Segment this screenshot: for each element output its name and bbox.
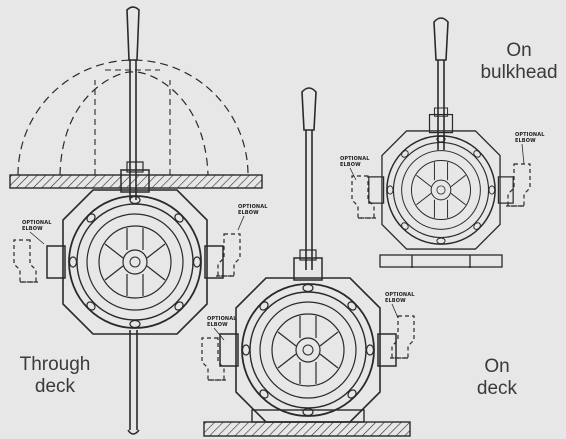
svg-text:OPTIONAL: OPTIONAL (385, 292, 415, 298)
svg-text:OPTIONAL: OPTIONAL (238, 204, 268, 210)
on-bulkhead-label: On bulkhead (480, 40, 558, 83)
optional-elbow-callout-on-deck-right: OPTIONAL ELBOW (385, 292, 415, 319)
through-deck-label: Through deck (19, 354, 91, 397)
on-deck-label: On deck (476, 356, 518, 399)
svg-text:OPTIONAL: OPTIONAL (340, 156, 370, 162)
svg-text:ELBOW: ELBOW (238, 210, 259, 216)
optional-elbow-callout-right: OPTIONAL ELBOW (237, 204, 268, 231)
optional-elbow-callout-bulkhead-left: OPTIONAL ELBOW (340, 156, 370, 181)
svg-text:ELBOW: ELBOW (340, 162, 361, 168)
svg-text:OPTIONAL: OPTIONAL (207, 316, 237, 322)
svg-text:OPTIONAL: OPTIONAL (515, 132, 545, 138)
svg-text:ELBOW: ELBOW (515, 138, 536, 144)
svg-text:OPTIONAL: OPTIONAL (22, 220, 52, 226)
optional-elbow-callout-bulkhead-right: OPTIONAL ELBOW (515, 132, 545, 165)
svg-text:ELBOW: ELBOW (207, 322, 228, 328)
on-deck-installation: OPTIONAL ELBOW OPTIONAL ELBOW (201, 87, 415, 437)
through-deck-installation: OPTIONAL ELBOW OPTIONAL ELBOW (9, 6, 268, 435)
on-deck-base-plate (203, 421, 411, 437)
optional-elbow-callout-on-deck-left: OPTIONAL ELBOW (207, 316, 237, 341)
optional-elbow-callout-left: OPTIONAL ELBOW (22, 220, 52, 245)
on-bulkhead-installation: OPTIONAL ELBOW OPTIONAL ELBOW (340, 17, 545, 268)
svg-text:ELBOW: ELBOW (22, 226, 43, 232)
svg-text:ELBOW: ELBOW (385, 298, 406, 304)
